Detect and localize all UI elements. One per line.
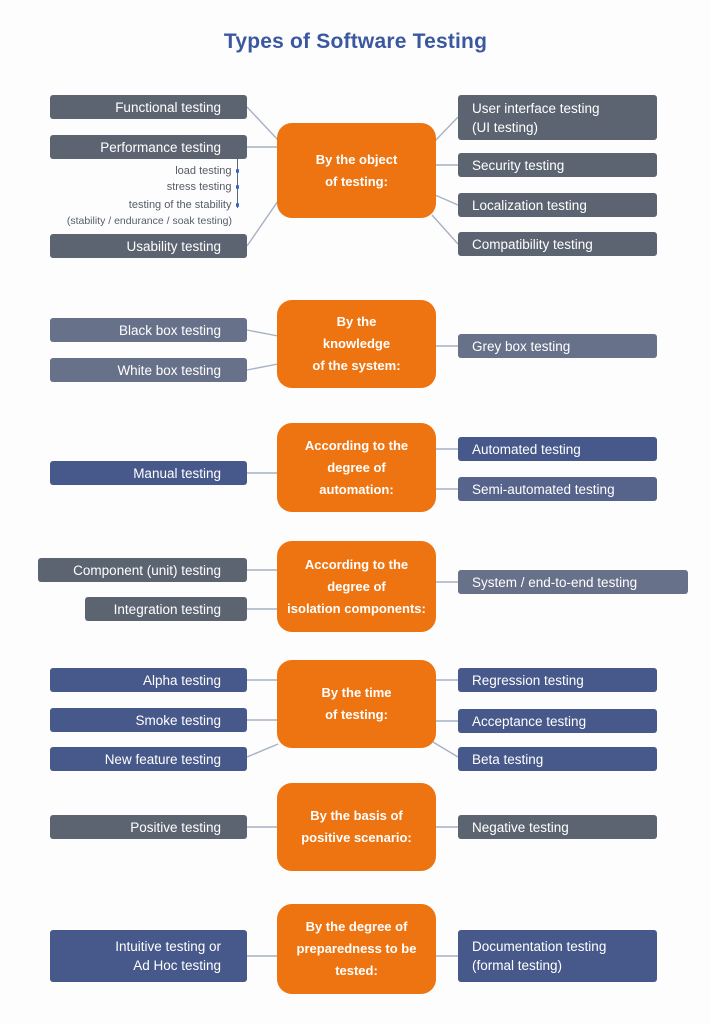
node-manual-testing: Manual testing: [50, 461, 247, 485]
node-semi-automated-testing: Semi-automated testing: [458, 477, 657, 501]
bullet-icon: [235, 203, 239, 207]
sub-item-note: (stability / endurance / soak testing): [66, 215, 232, 227]
node-alpha-testing: Alpha testing: [50, 668, 247, 692]
node-new-feature-testing: New feature testing: [50, 747, 247, 771]
category-by-positive-scenario: By the basis of positive scenario:: [277, 783, 436, 871]
node-security-testing: Security testing: [458, 153, 657, 177]
node-grey-box-testing: Grey box testing: [458, 334, 657, 358]
sub-item-label: load testing: [175, 165, 232, 177]
node-localization-testing: Localization testing: [458, 193, 657, 217]
node-functional-testing: Functional testing: [50, 95, 247, 119]
category-by-degree-of-automation: According to the degree of automation:: [277, 423, 436, 512]
bullet-icon: [235, 169, 239, 173]
node-documentation-testing: Documentation testing (formal testing): [458, 930, 657, 982]
connector-line: [434, 116, 459, 142]
node-beta-testing: Beta testing: [458, 747, 657, 771]
node-acceptance-testing: Acceptance testing: [458, 709, 657, 733]
node-integration-testing: Integration testing: [85, 597, 247, 621]
category-by-knowledge-of-system: By the knowledge of the system:: [277, 300, 436, 388]
node-automated-testing: Automated testing: [458, 437, 657, 461]
connector-line: [431, 214, 459, 245]
node-performance-testing: Performance testing: [50, 135, 247, 159]
bullet-icon: [235, 185, 239, 189]
connector-line: [246, 200, 279, 247]
node-smoke-testing: Smoke testing: [50, 708, 247, 732]
sub-item-stress-testing: stress testing: [167, 181, 239, 193]
connector-line: [434, 194, 459, 206]
node-usability-testing: Usability testing: [50, 234, 247, 258]
node-black-box-testing: Black box testing: [50, 318, 247, 342]
category-by-object-of-testing: By the object of testing:: [277, 123, 436, 218]
category-by-preparedness: By the degree of preparedness to be test…: [277, 904, 436, 994]
sub-items-connector: [237, 159, 238, 208]
node-system-end-to-end-testing: System / end-to-end testing: [458, 570, 688, 594]
node-intuitive-adhoc-testing: Intuitive testing or Ad Hoc testing: [50, 930, 247, 982]
node-component-unit-testing: Component (unit) testing: [38, 558, 247, 582]
category-by-isolation-components: According to the degree of isolation com…: [277, 541, 436, 632]
sub-item-stability-testing: testing of the stability: [129, 199, 239, 211]
node-regression-testing: Regression testing: [458, 668, 657, 692]
node-white-box-testing: White box testing: [50, 358, 247, 382]
connector-line: [246, 106, 279, 141]
sub-item-load-testing: load testing: [175, 165, 239, 177]
connector-line: [246, 329, 279, 337]
category-by-time-of-testing: By the time of testing:: [277, 660, 436, 748]
page-title: Types of Software Testing: [223, 30, 488, 53]
sub-item-label: testing of the stability: [128, 199, 232, 211]
connector-line: [432, 741, 459, 758]
sub-item-label: stress testing: [166, 181, 232, 193]
node-compatibility-testing: Compatibility testing: [458, 232, 657, 256]
connector-line: [246, 743, 279, 758]
node-negative-testing: Negative testing: [458, 815, 657, 839]
connector-line: [246, 363, 279, 371]
node-user-interface-testing: User interface testing (UI testing): [458, 95, 657, 140]
node-positive-testing: Positive testing: [50, 815, 247, 839]
